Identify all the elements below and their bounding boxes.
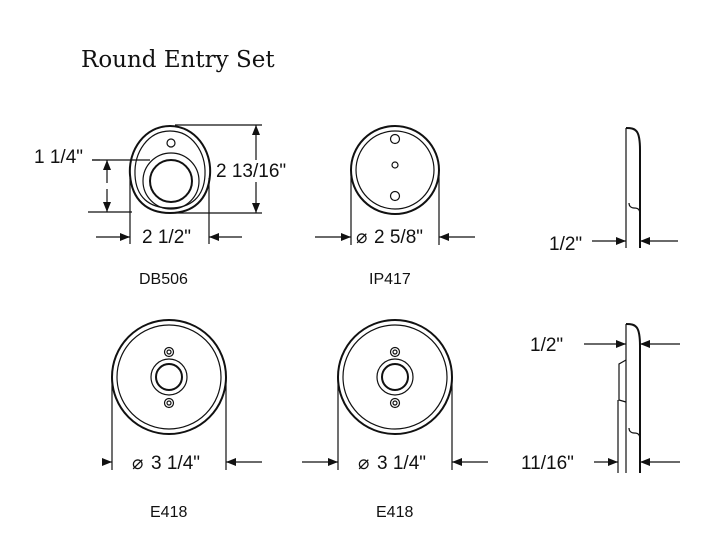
- ip417-diameter-dimension: ⌀ 2 5/8": [315, 175, 475, 248]
- ip417-drawing: [350, 125, 440, 215]
- ip417-caption: IP417: [369, 271, 411, 288]
- e418-right-caption: E418: [376, 504, 413, 521]
- e418-right-drawing: [337, 319, 453, 435]
- db506-height-label: 1 1/4": [34, 147, 83, 168]
- side-bottom-top-dimension: 1/2": [530, 335, 680, 356]
- side-bottom-top-label: 1/2": [530, 335, 563, 356]
- db506-total-dimension: 2 13/16": [175, 124, 286, 214]
- e418-right-diameter-dimension: ⌀ 3 1/4": [302, 380, 488, 474]
- db506-height-dimension: 1 1/4": [34, 147, 150, 213]
- e418-right-diameter-label: 3 1/4": [377, 453, 426, 474]
- db506-width-dimension: 2 1/2": [96, 178, 242, 248]
- ip417-diameter-symbol: ⌀: [356, 227, 367, 248]
- side-top-thickness-dimension: 1/2": [549, 234, 678, 255]
- side-profile-top-drawing: [625, 127, 641, 248]
- e418-right-diameter-symbol: ⌀: [358, 453, 369, 474]
- db506-drawing: [128, 124, 212, 215]
- e418-left-diameter-label: 3 1/4": [151, 453, 200, 474]
- db506-width-label: 2 1/2": [142, 227, 191, 248]
- db506-caption: DB506: [139, 271, 188, 288]
- e418-left-diameter-dimension: ⌀ 3 1/4": [102, 380, 262, 474]
- side-bottom-bottom-dimension: 11/16": [521, 453, 680, 474]
- ip417-diameter-label: 2 5/8": [374, 227, 423, 248]
- e418-left-diameter-symbol: ⌀: [132, 453, 143, 474]
- side-profile-bottom-drawing: [617, 323, 641, 473]
- db506-total-label: 2 13/16": [216, 161, 286, 182]
- e418-left-drawing: [111, 319, 227, 435]
- side-bottom-bottom-label: 11/16": [521, 453, 574, 474]
- side-top-thickness-label: 1/2": [549, 234, 582, 255]
- page-title: Round Entry Set: [81, 47, 275, 73]
- e418-left-caption: E418: [150, 504, 187, 521]
